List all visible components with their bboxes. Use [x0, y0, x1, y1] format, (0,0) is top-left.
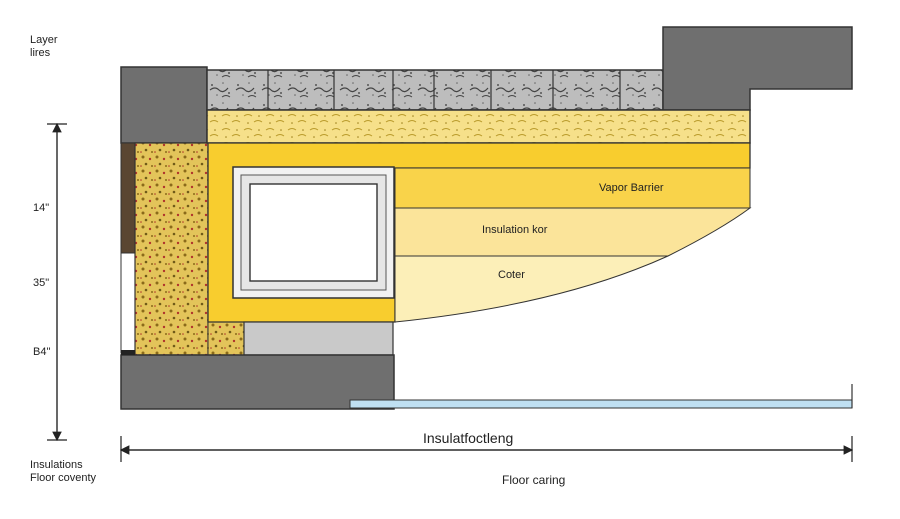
window-glass — [249, 183, 378, 282]
vertical-dimension — [47, 122, 67, 442]
paver-joints — [267, 70, 621, 110]
sill-block — [243, 321, 394, 356]
base-dark-strip — [121, 350, 135, 355]
gravel-fill — [134, 142, 209, 356]
vapor-barrier-band — [394, 167, 751, 209]
foam-layer — [206, 109, 751, 144]
gravel-fill-lower — [207, 321, 245, 356]
left-wall-cap — [120, 66, 208, 144]
coter-band — [394, 255, 669, 323]
bottom-left-label: Insulations Floor coventy — [30, 459, 97, 484]
paver-row — [206, 69, 664, 111]
dim-label-mid: 35" — [33, 277, 50, 289]
left-wall-gap — [120, 252, 136, 354]
dim-label-bottom: B4" — [33, 346, 51, 358]
insulation-band — [394, 207, 752, 257]
vapor-barrier-label: Vapor Barrier — [599, 182, 664, 194]
floor-covering-strip — [349, 399, 853, 409]
span-label: Insulatfoctleng — [423, 430, 514, 446]
horizontal-dimension — [119, 436, 854, 462]
insulation-label: Insulation kor — [482, 224, 548, 236]
foundation-base — [120, 354, 395, 410]
coter-label: Coter — [498, 269, 525, 281]
floor-label: Floor caring — [502, 473, 566, 487]
corner-label: Layer lires — [30, 34, 58, 59]
right-wall-cap — [662, 26, 853, 111]
dim-label-top: 14" — [33, 202, 50, 214]
left-wall-strip — [120, 142, 136, 254]
